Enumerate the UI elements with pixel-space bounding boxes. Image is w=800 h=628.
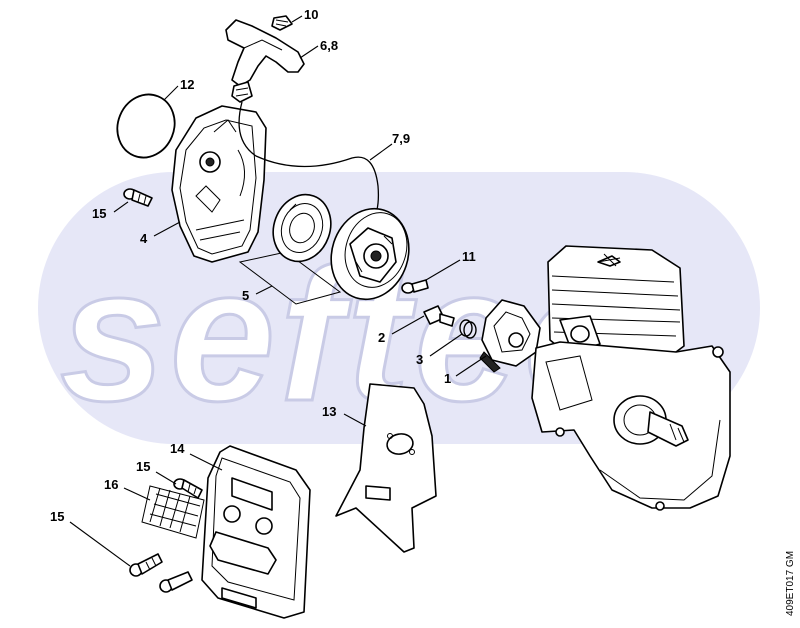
screw-11 [401,279,429,294]
leader-4 [153,221,181,237]
callout-15b: 15 [136,459,150,474]
leader-13 [343,413,367,427]
callout-15c: 15 [50,509,64,524]
leader-3 [429,333,463,357]
starter-grip [225,19,305,103]
starter-rope [238,101,380,223]
leader-15b [155,471,177,485]
leader-15c [69,521,131,567]
leader-14 [189,453,223,471]
callout-6-8: 6,8 [320,38,338,53]
muffler [201,445,311,619]
leader-7-9 [369,143,393,161]
screw-15-muffler-bottom [129,553,163,577]
screw-15-muffler-lower [159,571,193,593]
leader-lines [69,15,487,567]
muffler-gasket [335,383,437,553]
spark-arrestor-screen [141,485,205,539]
leader-5 [255,285,273,295]
callout-3: 3 [416,352,423,367]
leader-11 [425,259,461,281]
leader-6-8 [299,45,319,59]
spring-clip [459,319,477,339]
callout-5: 5 [242,288,249,303]
callout-16: 16 [104,477,118,492]
rewind-spring-plate [238,251,342,305]
screw-15-top [123,188,153,207]
callout-14: 14 [170,441,185,456]
screw-15-muffler-top [173,478,203,499]
callout-10: 10 [304,7,318,22]
leader-16 [123,487,151,501]
callout-15a: 15 [92,206,106,221]
grip-insert [271,15,293,31]
rewind-spring [272,193,332,263]
callout-13: 13 [322,404,336,419]
spark-plug-terminal [423,305,455,327]
rope-rotor [330,207,410,301]
callouts: 10 6,8 12 7,9 15 4 11 5 2 3 1 13 14 15 1… [50,7,476,524]
fan-housing [171,105,267,263]
callout-12: 12 [180,77,194,92]
leader-2 [391,315,425,335]
callout-1: 1 [444,371,451,386]
ignition-module [479,299,541,373]
drawing-code: 409ET017 GM [785,551,796,616]
leader-10 [291,15,303,23]
callout-7-9: 7,9 [392,131,410,146]
callout-11: 11 [462,249,476,264]
callout-2: 2 [378,330,385,345]
leader-12 [163,85,179,101]
leader-15a [113,201,129,213]
o-ring [116,93,176,159]
callout-4: 4 [140,231,148,246]
engine-assembly [531,245,731,511]
leader-1 [455,355,487,377]
